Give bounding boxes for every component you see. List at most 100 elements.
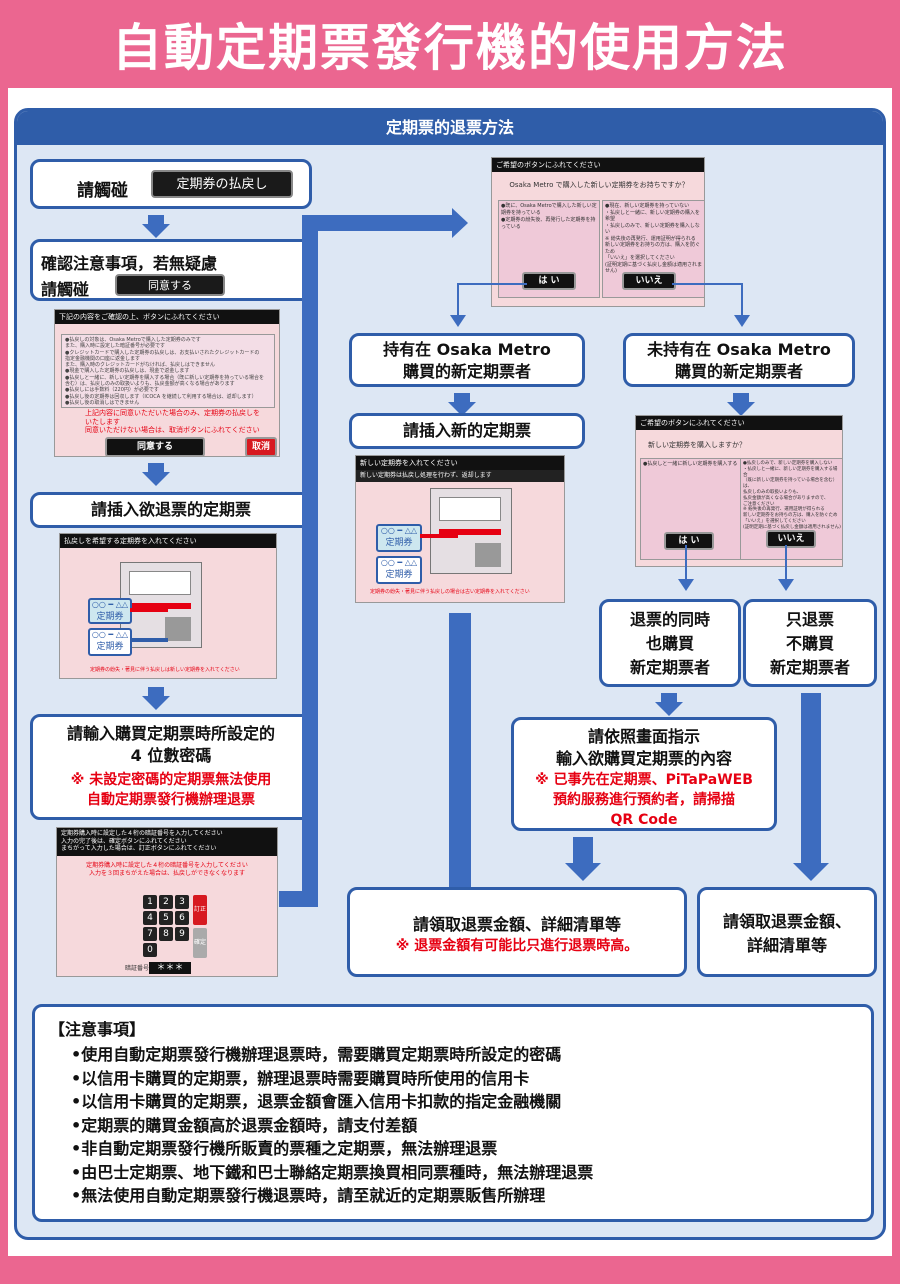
insert-screen-note: 定期券の紛失・著見に伴う払戻しは新しい定期券を入れてください — [90, 667, 240, 673]
step-enter-pin: 請輸入購買定期票時所設定的 4 位數密碼 ※ 未設定密碼的定期票無法使用 自動定… — [30, 714, 312, 820]
branch-b-line-right — [785, 545, 787, 581]
step4-note1: ※ 未設定密碼的定期票無法使用 — [70, 772, 272, 788]
step2-line1: 確認注意事項，若無疑慮 — [41, 254, 218, 273]
keypad-key[interactable]: 0 — [143, 943, 157, 957]
flow-arrow-stem — [454, 393, 470, 402]
kiosk-panel — [475, 543, 501, 567]
confirm-screen-list: ●払戻しの対象は、Osaka Metroで購入した定期券のみです また、購入時に… — [61, 334, 275, 408]
flow-arrow — [142, 696, 170, 710]
step1-text: 請觸碰 — [77, 181, 128, 201]
keypad-key[interactable]: 6 — [175, 911, 189, 925]
card-label: 定期券 — [96, 612, 124, 622]
buy-new-pass-screen: ご希望のボタンにふれてください 新しい定期券を購入しますか？ ●払戻しと一緒に新… — [635, 415, 843, 567]
stepB1-note2: 預約服務進行預約者，請掃描 — [553, 792, 735, 808]
confirm-screen-header: 下記の内容をご確認の上、ボタンにふれてください — [55, 310, 279, 324]
pin-screen-header: 定期券購入時に設定した４桁の暗証番号を入力してください 入力の完了後は、確定ボタ… — [57, 828, 277, 856]
confirm-bullet: また、購入時のクレジットカードがなければ、払戻しはできません — [65, 362, 215, 369]
branchB-line1: 未持有在 Osaka Metro — [647, 340, 831, 359]
insert-arrow-red — [420, 534, 458, 538]
branch-arrow-right — [734, 315, 750, 327]
pass-card-old: ○○ ━ △△定期券 — [88, 628, 132, 656]
kiosk-slot — [439, 529, 501, 535]
confirm-warning: 上記内容に同意いただいた場合のみ、定期券の払戻しを いたします 同意いただけない… — [85, 409, 260, 435]
keypad-key[interactable]: 9 — [175, 927, 189, 941]
branch-arrow-left — [450, 315, 466, 327]
stepB1-note1: ※ 已事先在定期票、PiTaPaWEB — [535, 772, 753, 788]
screen-agree-button[interactable]: 同意する — [105, 437, 205, 456]
insert2-header: 新しい定期券を入れてください — [356, 456, 564, 470]
notes-list: •使用自動定期票發行機辦理退票時，需要購買定期票時所設定的密碼 •以信用卡購買的… — [49, 1043, 871, 1208]
pass-card-old: ○○ ━ △△ 定期券 — [376, 556, 422, 584]
result-receive-refund-with-purchase: 請領取退票金額、詳細清單等 ※ 退票金額有可能比只進行退票時高。 — [347, 887, 687, 977]
branchB1-line3: 新定期票者 — [629, 658, 710, 677]
card-line: ○○ ━ △△ — [380, 558, 418, 567]
confirm-bullet: ●払戻し後の取消しはできません — [65, 399, 140, 406]
buy-question: 新しい定期券を購入しますか？ — [648, 441, 746, 449]
flow-arrow — [142, 224, 170, 238]
keypad-key[interactable]: 4 — [143, 911, 157, 925]
branchB2-line2: 不購買 — [785, 634, 834, 653]
branch-b-line-left — [685, 545, 687, 581]
branchB2-line1: 只退票 — [785, 610, 834, 629]
question-header: ご希望のボタンにふれてください — [492, 158, 704, 172]
yes-button[interactable]: は い — [522, 272, 576, 290]
no-button[interactable]: いいえ — [622, 272, 676, 290]
confirm-bullet: ●クレジットカードで購入した定期券の払戻しは、お支払いされたクレジットカードの — [65, 349, 260, 356]
step-insert-new-pass: 請插入新的定期票 — [349, 413, 585, 449]
branch-line-left — [457, 283, 459, 317]
card-label: 定期券 — [385, 570, 413, 580]
pin-confirm-button[interactable]: 確定 — [193, 928, 207, 958]
warning-line: 上記内容に同意いただいた場合のみ、定期券の払戻しを — [85, 409, 260, 417]
refund-button[interactable]: 定期券の払戻し — [151, 170, 293, 198]
branch-line-right — [741, 283, 743, 317]
connector-arrow — [452, 208, 468, 238]
keypad-key[interactable]: 2 — [159, 895, 173, 909]
question-text: Osaka Metro で購入した新しい定期券をお持ちですか？ — [509, 181, 689, 189]
keypad-key[interactable]: 5 — [159, 911, 173, 925]
branchB1-line1: 退票的同時 — [629, 610, 710, 629]
branch-refund-only: 只退票 不購買 新定期票者 — [743, 599, 877, 687]
warning-line: 同意いただけない場合は、取消ボタンにふれてください — [85, 426, 260, 434]
branch-refund-and-buy: 退票的同時 也購買 新定期票者 — [599, 599, 741, 687]
insert-new-pass-screen: 新しい定期券を入れてください 新しい定期券は払戻し処理を行わず、返却します ○○… — [355, 455, 565, 603]
pass-card-new: ○○ ━ △△定期券 — [88, 598, 132, 624]
note-item: •以信用卡購買的定期票，辦理退票時需要購買時所使用的信用卡 — [71, 1068, 530, 1088]
buy-no-button[interactable]: いいえ — [766, 530, 816, 548]
buy-yes-button[interactable]: は い — [664, 532, 714, 550]
kiosk-panel — [165, 617, 191, 641]
pin-msg-line: 入力を３回まちがえた場合は、払戻しができなくなります — [88, 870, 245, 877]
kiosk-illustration — [430, 488, 512, 574]
keypad-key[interactable]: 7 — [143, 927, 157, 941]
confirm-bullet: ●払戻しの対象は、Osaka Metroで購入した定期券のみです — [65, 337, 201, 343]
confirm-bullet: ●払戻しには手数料（220円）が必要です — [65, 387, 159, 394]
result1-note: ※ 退票金額有可能比只進行退票時高。 — [395, 938, 639, 954]
kiosk-screen — [129, 571, 191, 595]
insert2-note: 定期券の紛失・著見に伴う払戻しの場合は古い定期券を入れてください — [370, 589, 530, 595]
keypad-key[interactable]: 3 — [175, 895, 189, 909]
branchB2-line3: 新定期票者 — [769, 658, 850, 677]
refund-panel: 定期票的退票方法 請觸碰 定期券の払戻し 確認注意事項，若無疑慮 請觸碰 同意す… — [14, 108, 886, 1240]
confirm-bullet: 指定金融機関の口座に返金します — [65, 355, 141, 362]
pin-correct-button[interactable]: 訂正 — [193, 895, 207, 925]
long-arrow-head-right — [793, 863, 829, 881]
long-arrow-stem — [449, 613, 471, 913]
confirm-bullets: ●払戻しの対象は、Osaka Metroで購入した定期券のみです また、購入時に… — [62, 335, 274, 408]
step2-line2: 請觸碰 — [41, 280, 90, 299]
keypad-key[interactable]: 1 — [143, 895, 157, 909]
option-yes-panel: ●既に、Osaka Metroで購入した新しい定期券を持っている ●定期券の紛失… — [498, 200, 600, 298]
agree-button[interactable]: 同意する — [115, 274, 225, 296]
card-label: 定期券 — [385, 538, 413, 548]
keypad-key[interactable]: 8 — [159, 927, 173, 941]
pin-message: 定期券購入時に設定した４桁の暗証番号を入力してください 入力を３回まちがえた場合… — [67, 862, 267, 878]
buy-header: ご希望のボタンにふれてください — [636, 416, 842, 430]
kiosk-screen — [439, 497, 501, 521]
flow-arrow-stem — [733, 393, 749, 402]
step3-text: 請插入欲退票的定期票 — [90, 500, 251, 519]
note-item: •定期票的購買金額高於退票金額時，請支付差額 — [71, 1115, 418, 1135]
connector-top — [302, 215, 452, 231]
screen-cancel-button[interactable]: 取消 — [245, 437, 277, 456]
card-line: ○○ ━ △△ — [91, 630, 129, 639]
pin-msg-line: 定期券購入時に設定した４桁の暗証番号を入力してください — [86, 862, 248, 869]
pin-value-field[interactable]: ＊＊＊ — [149, 962, 191, 974]
confirm-bullet: ●払戻しと一緒に、新しい定期券を購入する場合（既に新しい定期券を持っている場合を — [65, 374, 264, 381]
